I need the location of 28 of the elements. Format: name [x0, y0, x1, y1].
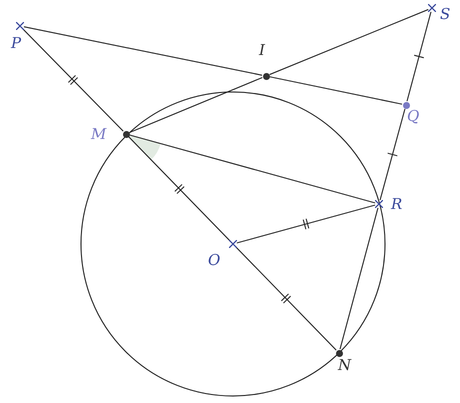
line-segment — [129, 134, 376, 204]
cross-mark — [428, 4, 436, 12]
line-segment — [128, 136, 231, 242]
line-segment — [380, 108, 406, 201]
line-segment — [340, 207, 378, 350]
point-dot — [122, 130, 130, 138]
point-dot — [336, 350, 342, 356]
line-segment — [129, 77, 263, 133]
cross-mark — [229, 240, 237, 248]
line-segment — [22, 28, 124, 132]
cross-mark — [16, 22, 24, 30]
point-label: N — [338, 357, 352, 373]
line-segment — [406, 11, 432, 102]
line-segment — [23, 26, 263, 76]
point-label: P — [11, 35, 22, 51]
point-label: R — [391, 196, 402, 212]
point-label: O — [208, 252, 220, 268]
point-dot — [262, 72, 270, 80]
point-label: S — [440, 6, 450, 22]
point-label: I — [259, 42, 265, 58]
point-dot — [402, 102, 410, 108]
point-label: M — [91, 126, 106, 142]
line-segment — [236, 204, 376, 244]
line-segment — [235, 246, 337, 351]
line-segment — [269, 9, 429, 75]
line-segment — [269, 76, 403, 105]
cross-mark — [375, 200, 383, 208]
point-label: Q — [407, 108, 420, 124]
